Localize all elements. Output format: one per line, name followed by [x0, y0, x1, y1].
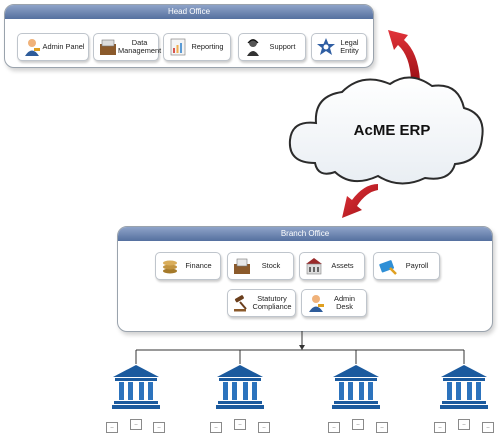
- module-admin-desk[interactable]: Admin Desk: [301, 289, 367, 317]
- arrow-to-branch-office-icon: [342, 184, 378, 218]
- module-label: Admin Desk: [334, 293, 355, 311]
- branch-node[interactable]: --: [328, 422, 340, 433]
- stock-icon: [234, 258, 250, 274]
- module-label: Assets: [331, 260, 354, 270]
- branch-node[interactable]: --: [376, 422, 388, 433]
- branch-node[interactable]: --: [106, 422, 118, 433]
- data-management-icon: [100, 39, 116, 55]
- module-label: Support: [269, 41, 296, 51]
- support-icon: [247, 39, 259, 56]
- arrow-to-head-office-icon: [388, 30, 420, 80]
- module-label: Stock: [261, 260, 281, 270]
- module-support[interactable]: Support: [238, 33, 306, 61]
- module-label: Data Management: [118, 37, 162, 55]
- module-finance[interactable]: Finance: [155, 252, 221, 280]
- branch-node[interactable]: --: [258, 422, 270, 433]
- legal-entity-icon: [317, 38, 335, 55]
- module-admin-panel[interactable]: Admin Panel: [17, 33, 89, 61]
- branch-node[interactable]: --: [130, 419, 142, 430]
- reporting-icon: [170, 38, 186, 56]
- branch-node[interactable]: --: [434, 422, 446, 433]
- module-statutory-compliance[interactable]: Statutory Compliance: [227, 289, 296, 317]
- bank-building-icon: [332, 365, 380, 409]
- branch-office-title: Branch Office: [118, 227, 492, 241]
- admin-desk-icon: [309, 295, 324, 312]
- module-stock[interactable]: Stock: [227, 252, 294, 280]
- module-label: Finance: [185, 260, 212, 270]
- finance-icon: [163, 260, 177, 274]
- statutory-compliance-icon: [234, 295, 247, 312]
- module-legal-entity[interactable]: Legal Entity: [311, 33, 367, 61]
- branch-node[interactable]: --: [234, 419, 246, 430]
- branch-node[interactable]: --: [458, 419, 470, 430]
- module-label: Admin Panel: [42, 41, 85, 51]
- module-label: Statutory Compliance: [252, 293, 292, 311]
- module-payroll[interactable]: Payroll: [373, 252, 440, 280]
- bank-building-icon: [216, 365, 264, 409]
- module-label: Reporting: [191, 41, 224, 51]
- bank-building-icon: [112, 365, 160, 409]
- payroll-icon: [379, 260, 397, 275]
- module-reporting[interactable]: Reporting: [163, 33, 231, 61]
- module-label: Payroll: [405, 260, 429, 270]
- cloud-title: AcME ERP: [353, 122, 431, 139]
- head-office-title: Head Office: [5, 5, 373, 19]
- assets-icon: [306, 258, 322, 275]
- branch-node[interactable]: --: [210, 422, 222, 433]
- admin-panel-icon: [25, 39, 40, 56]
- cloud-icon: [288, 76, 484, 185]
- branch-node[interactable]: --: [352, 419, 364, 430]
- module-data-management[interactable]: Data Management: [93, 33, 161, 61]
- branch-node[interactable]: --: [482, 422, 494, 433]
- bank-building-icon: [440, 365, 488, 409]
- module-label: Legal Entity: [340, 37, 359, 55]
- module-assets[interactable]: Assets: [299, 252, 365, 280]
- branch-node[interactable]: --: [153, 422, 165, 433]
